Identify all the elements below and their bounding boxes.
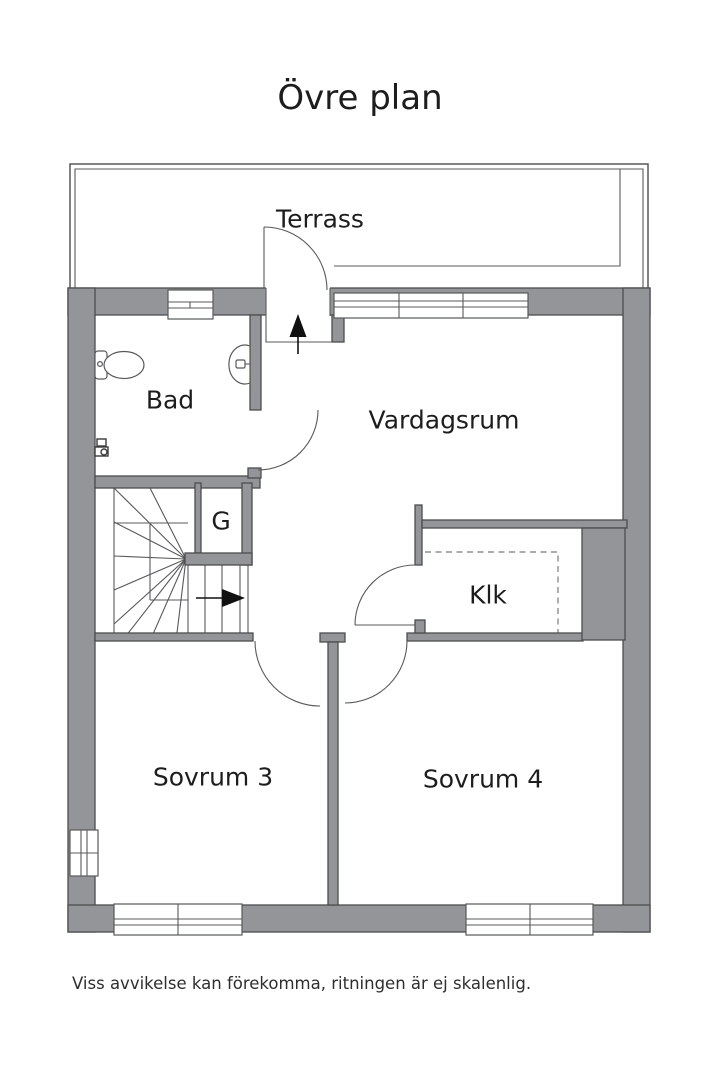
stair-treads-fan (113, 487, 187, 642)
window-sovrum4-bottom (465, 903, 594, 936)
bathroom-bottom-wall (94, 475, 261, 489)
terrace (69, 163, 649, 291)
entry-nook (265, 315, 332, 343)
windows (69, 289, 594, 936)
window-sovrum3-left (69, 829, 99, 877)
doors (254, 226, 416, 707)
hall-bottom-wall (94, 632, 254, 642)
stairs-direction-arrow-icon (196, 589, 245, 607)
klk-top-wall (421, 519, 628, 529)
bathroom-right-wall (249, 314, 262, 411)
sovrum3-door-swing (254, 640, 321, 707)
room-label-bad: Bad (145, 385, 195, 415)
window-sovrum3-bottom (113, 903, 243, 936)
klk-left-wall-stub (414, 504, 423, 566)
klk-door-swing (354, 564, 416, 626)
closet-left-wall (194, 482, 202, 554)
klk-right-block (581, 527, 626, 641)
winder-stairs (113, 487, 249, 642)
closet-bottom-wall (184, 552, 253, 566)
entry-wall-stub (331, 314, 345, 343)
window-livingroom (333, 292, 529, 319)
interior-walls (94, 314, 628, 906)
bathroom-door-stub (247, 467, 262, 479)
wardrobe-dashed-outline (425, 551, 559, 633)
window-bathroom (167, 289, 214, 320)
entry-arrow-icon (289, 314, 307, 354)
room-label-sovrum-3: Sovrum 3 (152, 762, 274, 792)
terrace-deck-edge (334, 169, 621, 267)
room-label-garderob: G (211, 506, 231, 536)
room-label-terrass: Terrass (276, 204, 364, 234)
bathroom-door-swing (257, 409, 319, 471)
room-label-vardagsrum: Vardagsrum (368, 405, 520, 435)
room-label-klk: Klk (469, 580, 507, 610)
room-label-sovrum-4: Sovrum 4 (422, 764, 544, 794)
bedroom-divider-cap (319, 632, 346, 643)
scale-disclaimer: Viss avvikelse kan förekomma, ritningen … (72, 974, 532, 993)
toilet-icon (94, 350, 145, 380)
sovrum4-door-swing (344, 640, 408, 704)
faucet-icon (94, 438, 109, 457)
terrace-door-swing (263, 226, 328, 291)
klk-door-stub (414, 619, 426, 634)
sink-icon (228, 344, 251, 385)
terrace-door-opening (265, 286, 331, 317)
bedroom-divider-wall (327, 641, 339, 906)
page-title: Övre plan (277, 78, 443, 118)
klk-bottom-wall (406, 632, 584, 642)
